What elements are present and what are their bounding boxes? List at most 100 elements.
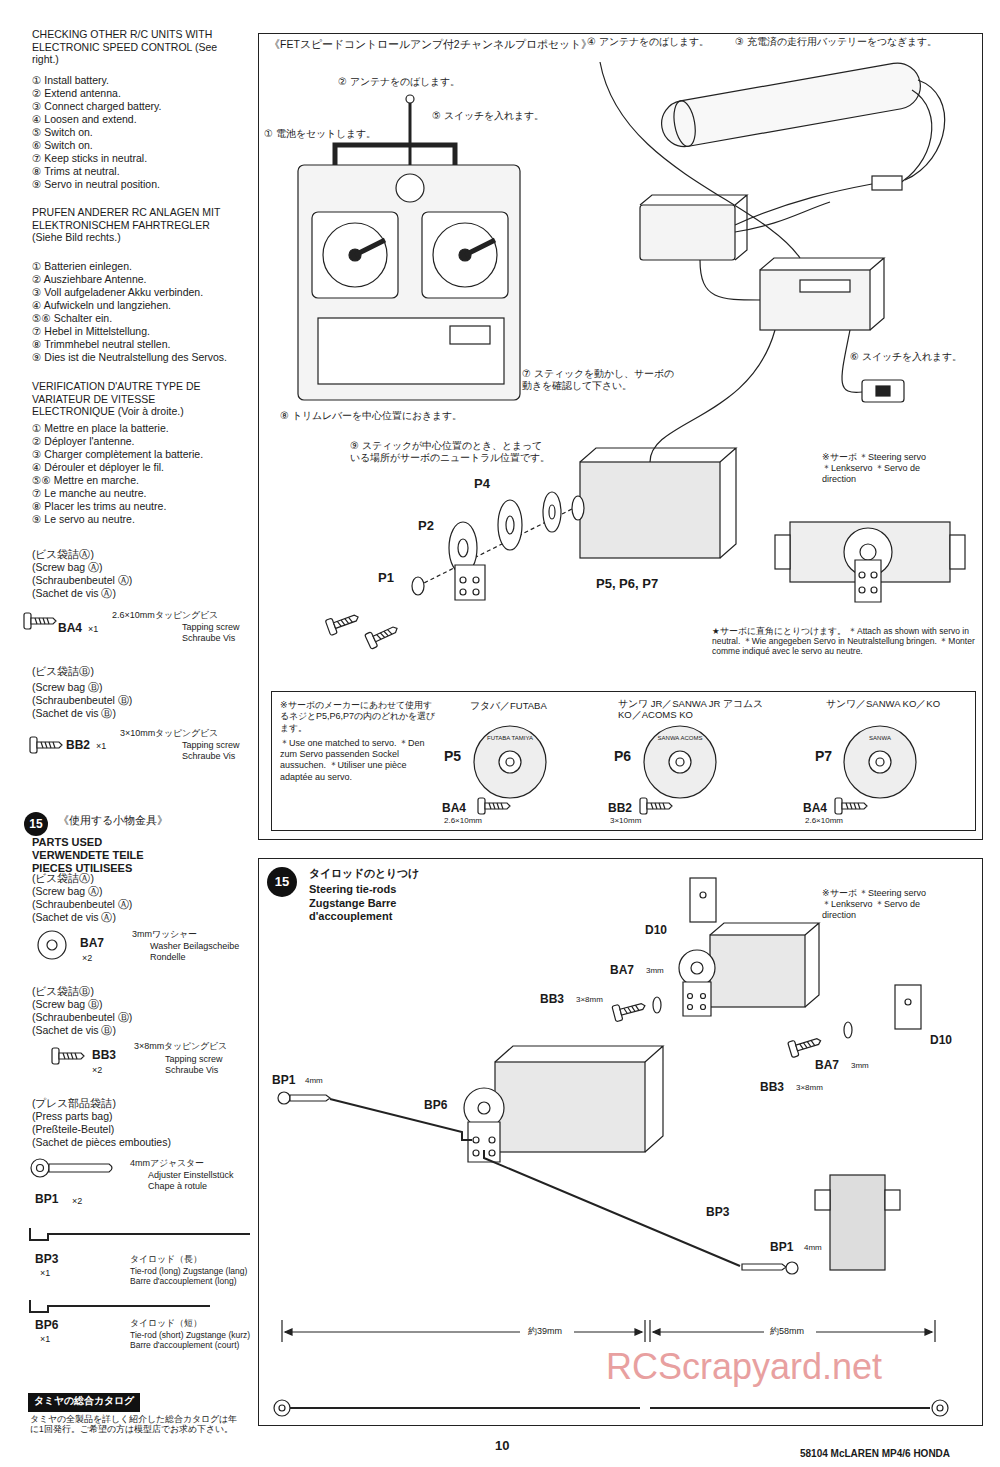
part-code: BA4 [803,801,827,815]
servo-front-drawing [855,560,881,602]
servo-drawing [691,962,703,974]
label-text: ×2 [82,953,92,964]
label-text: Tapping screw Schraube Vis [165,1054,235,1076]
tie-rod-drawing [278,1092,798,1274]
servo-saver-parts [458,539,468,557]
saver-disc [506,758,514,766]
part-code: P2 [418,518,434,534]
part-code: BA4 [442,801,466,815]
wiring [650,330,775,462]
step-panel: タイロッドのとりつけSteering tie-rods Zugstange Ba… [258,858,983,1426]
label-text: ⑦ Keep sticks in neutral. [32,152,147,165]
transmitter-drawing [312,212,398,298]
mount-post [895,985,921,1029]
servo-drawing [495,1062,645,1152]
screw-icon [30,737,62,753]
label-text: 4mm [804,1243,822,1253]
servo-saver-parts [506,516,514,534]
label-text: 3×10mm [610,816,641,826]
saver-disc [876,758,884,766]
servo-front-drawing [871,572,877,578]
callout-text: ⑦ スティックを動かし、サーボの動きを確認して下さい。 [522,368,682,392]
tie-rod-drawing [786,1262,798,1274]
label-text: (Sachet de vis Ⓐ) [32,911,116,924]
label-text: (Screw bag Ⓑ) [32,681,103,694]
transmitter-drawing [298,95,520,400]
saver-disc [869,751,891,773]
step-number: 15 [29,817,42,832]
label-text: ③ Voll aufgeladener Akku verbinden. [32,286,203,299]
part-code: BB2 [66,738,90,752]
tie-rod-template [279,1405,285,1411]
tie-rod-drawing [330,1099,472,1140]
transmitter-drawing [406,95,414,103]
servo-drawing [489,1150,495,1156]
part-code: BP1 [35,1192,58,1206]
receiver-drawing [800,280,850,292]
label-text: ⑤⑥ Mettre en marche. [32,474,139,487]
screw-icon [52,1048,84,1064]
servo-saver-parts [549,505,555,519]
dimension-line [285,1329,932,1335]
label-text: PARTS USED VERWENDETE TEILE PIECES UTILI… [32,836,182,876]
screw-icon [478,798,510,814]
servo-drawing [580,462,720,558]
label-text: PRUFEN ANDERER RC ANLAGEN MIT ELEKTRONIS… [32,206,237,244]
catalog-banner: タミヤの総合カタログ [28,1393,140,1412]
part-code: P7 [815,748,832,765]
label-text: ⑨ Servo in neutral position. [32,178,160,191]
transmitter-drawing [355,240,385,255]
servo-front-drawing [950,535,965,569]
servo-front-drawing [871,587,877,593]
label-text: (Sachet de pièces embouties) [32,1136,171,1149]
label-text: CHECKING OTHER R/C UNITS WITH ELECTRONIC… [32,28,232,66]
transmitter-drawing [323,223,387,287]
servo-drawing [701,994,706,999]
label-text: ② Déployer l'antenne. [32,435,134,448]
label-text: ⑦ Hebel in Mittelstellung. [32,325,150,338]
label-text: 2.6×10mmタッピングビス [112,610,218,621]
servo-drawing [473,1137,479,1143]
battery-drawing [872,176,902,190]
adjuster-icon [49,1164,112,1172]
wiring [600,62,872,462]
label-text: 3×8mm [576,995,603,1005]
label-text: ④ Loosen and extend. [32,113,137,126]
transmitter-drawing [318,318,504,384]
label-text: タミヤの全製品を詳しく紹介した総合カタログは年に1回発行。ご希望の方は模型店でお… [30,1414,245,1434]
saver-disc [676,758,684,766]
servo-saver-parts [365,621,401,649]
adjuster-icon [31,1159,112,1177]
label-text: 3mm [851,1061,869,1071]
servo-side-drawing [815,1190,830,1210]
label-text: ※サーボ ＊Steering servo ＊Lenkservo ＊Servo d… [822,452,932,484]
transmitter-drawing [450,326,490,344]
callout-text: ⑧ トリムレバーを中心位置におきます。 [280,410,462,422]
transmitter-drawing [298,165,520,400]
label-text: 約39mm [528,1326,562,1337]
label-text: ① Batterien einlegen. [32,260,132,273]
label-text: ×2 [72,1196,82,1207]
label-text: ① Mettre en place la batterie. [32,422,169,435]
part-code: P1 [378,570,394,586]
label-text: 《使用する小物金具》 [58,814,168,827]
label-text: ★サーボに直角にとりつけます。 ＊Attach as shown with se… [712,626,978,657]
receiver-drawing [760,258,884,330]
servo-drawing [478,1102,490,1114]
label-text: ×1 [40,1268,50,1279]
label-text: Tie-rod (long) Zugstange (lang) Barre d'… [130,1266,252,1286]
servo-front-drawing [860,544,876,560]
servo-drawing [464,1046,663,1162]
tie-rod-drawing [484,1150,740,1266]
servo-saver-parts [498,500,522,550]
label-text: 4mmアジャスター [130,1158,204,1169]
part-code: BP1 [770,1240,793,1254]
switch-drawing [876,386,890,396]
label-text: SANWA ACOMS [658,735,703,742]
servo-side-drawing [830,1175,885,1270]
part-code: BP6 [424,1098,447,1112]
label-text: (ビス袋詰Ⓑ) [32,985,94,998]
part-code: BA7 [80,936,104,950]
callout-text: ① 電池をセットします。 [264,128,376,140]
tie-rod-drawing [290,1095,330,1101]
